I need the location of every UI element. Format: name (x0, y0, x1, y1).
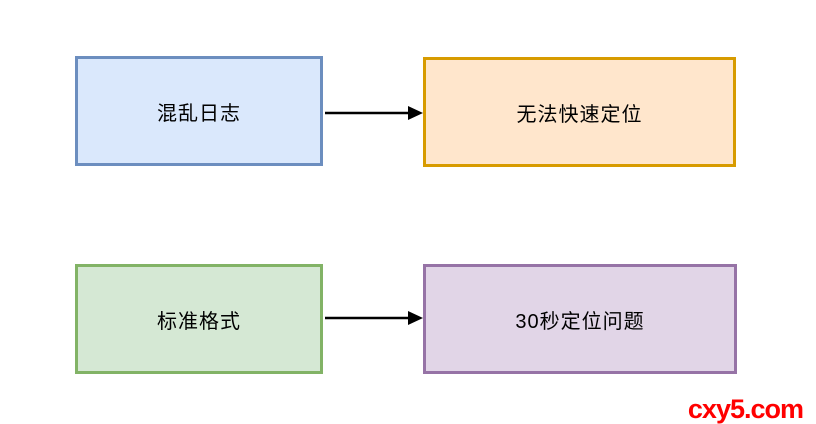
node-chaotic-logs-label: 混乱日志 (157, 102, 241, 125)
node-cannot-locate-quickly-label: 无法快速定位 (516, 103, 643, 126)
node-chaotic-logs: 混乱日志 (75, 56, 323, 166)
watermark-text: cxy5.com (687, 394, 804, 424)
arrow-right-icon (325, 311, 423, 325)
node-standard-format-label: 标准格式 (157, 310, 241, 333)
node-cannot-locate-quickly: 无法快速定位 (423, 57, 736, 167)
node-locate-in-30-seconds-label: 30秒定位问题 (515, 310, 645, 333)
arrow-right-icon (325, 106, 423, 120)
node-locate-in-30-seconds: 30秒定位问题 (423, 264, 737, 374)
node-standard-format: 标准格式 (75, 264, 323, 374)
